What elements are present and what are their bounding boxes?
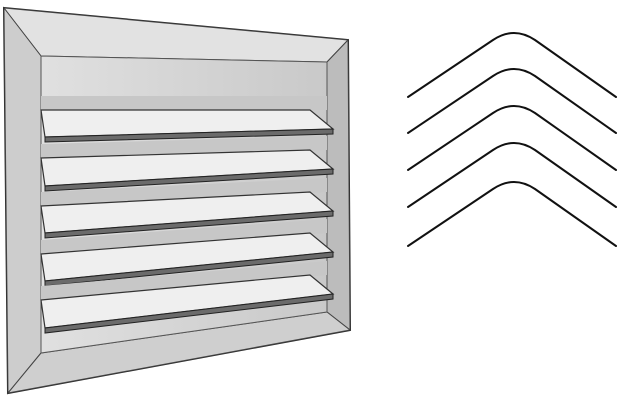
- airflow-line: [407, 105, 617, 171]
- frame-right-face: [326, 38, 351, 332]
- frame-top-face: [2, 7, 350, 63]
- louver-slat: [40, 136, 335, 192]
- louver-slat: [40, 261, 335, 334]
- louver-slat: [40, 96, 335, 143]
- airflow-line: [407, 32, 617, 98]
- frame-left-face: [3, 6, 42, 395]
- airflow-lines: [407, 32, 617, 247]
- louver-slat: [40, 219, 335, 287]
- louver-grille: [2, 6, 352, 395]
- airflow-line: [407, 181, 617, 247]
- airflow-line: [407, 142, 617, 208]
- louver-slat: [40, 178, 335, 239]
- airflow-line: [407, 68, 617, 134]
- louver-slats: [40, 96, 335, 334]
